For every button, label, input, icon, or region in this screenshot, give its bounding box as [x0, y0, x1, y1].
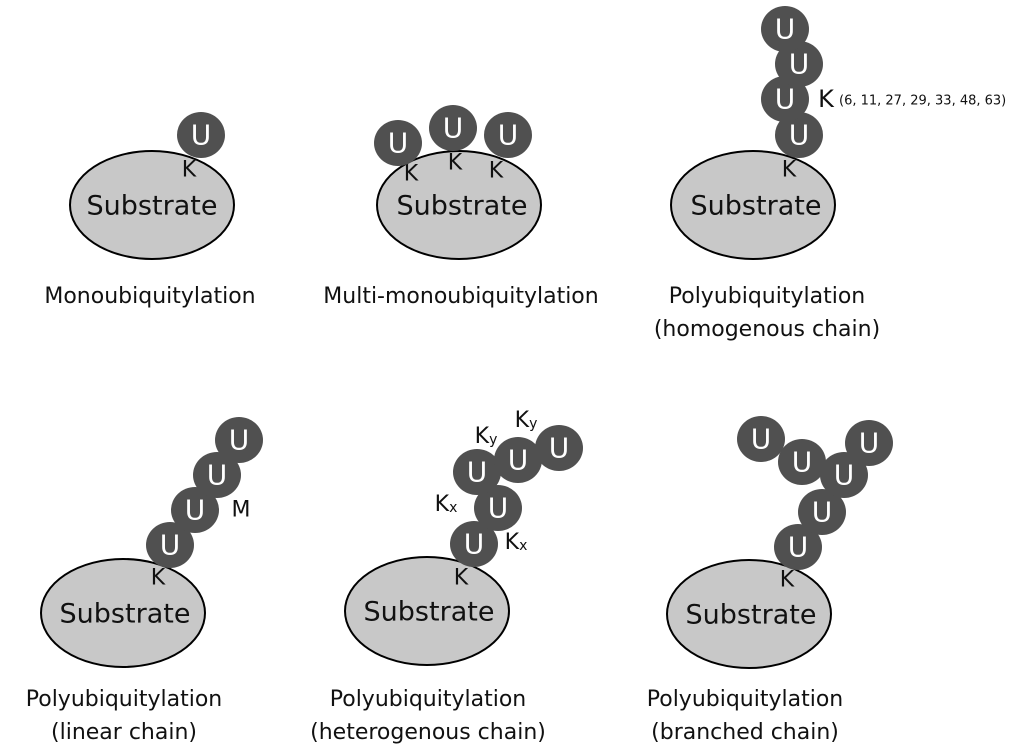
svg-text:U: U — [508, 444, 529, 477]
svg-text:U: U — [789, 119, 810, 152]
substrate-label: Substrate — [397, 191, 528, 222]
caption-line-2: (heterogenous chain) — [310, 720, 546, 745]
svg-text:U: U — [498, 119, 519, 152]
ubiquitin: U — [215, 417, 263, 463]
ubiquitin: U — [171, 487, 219, 533]
ubiquitin: U — [146, 522, 194, 568]
svg-text:U: U — [207, 459, 228, 492]
ubiquitin: U — [177, 112, 225, 158]
panel-polyubiquitylation-homogenous: Substrate K U U U U K (6, 11, 27, 29, 33… — [654, 6, 1006, 342]
lysine-label: K — [404, 162, 419, 187]
ubiquitin: U — [453, 449, 501, 495]
caption-line-1: Polyubiquitylation — [647, 687, 844, 712]
substrate — [376, 150, 542, 260]
svg-text:U: U — [229, 424, 250, 457]
substrate-label: Substrate — [364, 597, 495, 628]
substrate-label: Substrate — [87, 191, 218, 222]
svg-text:U: U — [834, 459, 855, 492]
substrate — [666, 559, 832, 669]
substrate — [40, 558, 206, 668]
caption-line-2: (linear chain) — [51, 720, 197, 745]
panel-polyubiquitylation-branched: Substrate K U U U U U U Polyubiquitylati… — [647, 416, 893, 745]
ubiquitin: U — [761, 6, 809, 52]
ubiquitin: U — [450, 521, 498, 567]
ubiquitin: U — [798, 489, 846, 535]
lysine-label: K — [818, 85, 835, 113]
substrate-label: Substrate — [60, 599, 191, 630]
lysine-label: K — [782, 158, 797, 183]
substrate-label: Substrate — [691, 191, 822, 222]
ubiquitin: U — [193, 452, 241, 498]
ubiquitin: U — [774, 524, 822, 570]
substrate — [344, 556, 510, 666]
svg-text:U: U — [464, 528, 485, 561]
panel-polyubiquitylation-linear: Substrate K U U U U M Polyubiquitylation… — [26, 417, 263, 745]
svg-text:U: U — [185, 494, 206, 527]
substrate — [670, 150, 836, 260]
caption-line-1: Polyubiquitylation — [669, 284, 866, 309]
panel-polyubiquitylation-heterogenous: Substrate K U U U U U Kx Kx Ky Ky Polyub… — [310, 408, 583, 745]
panel-multi-monoubiquitylation: Substrate K K K U U U Multi-monoubiquity… — [323, 105, 599, 309]
svg-text:U: U — [467, 456, 488, 489]
lysine-y-label: Ky — [475, 424, 498, 449]
ubiquitin: U — [845, 420, 893, 466]
ubiquitin: U — [474, 485, 522, 531]
lysine-positions: (6, 11, 27, 29, 33, 48, 63) — [839, 94, 1006, 109]
ubiquitin: U — [494, 437, 542, 483]
ubiquitin: U — [761, 76, 809, 122]
svg-text:U: U — [775, 13, 796, 46]
lysine-label: K — [454, 566, 469, 591]
caption-line-2: (homogenous chain) — [654, 317, 880, 342]
ubiquitin: U — [775, 41, 823, 87]
caption-line-1: Multi-monoubiquitylation — [323, 284, 598, 309]
ubiquitin: U — [820, 452, 868, 498]
svg-text:U: U — [812, 496, 833, 529]
svg-text:U: U — [751, 423, 772, 456]
lysine-label: K — [780, 568, 795, 593]
ubiquitin: U — [775, 112, 823, 158]
svg-text:U: U — [859, 427, 880, 460]
caption-line-2: (branched chain) — [651, 720, 839, 745]
lysine-label: K — [151, 566, 166, 591]
svg-text:U: U — [388, 127, 409, 160]
svg-text:U: U — [443, 112, 464, 145]
svg-text:U: U — [789, 48, 810, 81]
svg-text:U: U — [160, 529, 181, 562]
ubiquitin: U — [535, 425, 583, 471]
ubiquitin: U — [429, 105, 477, 151]
ubiquitin: U — [484, 112, 532, 158]
substrate — [69, 150, 235, 260]
substrate-label: Substrate — [686, 600, 817, 631]
caption-line-1: Monoubiquitylation — [44, 284, 255, 309]
lysine-label: K — [182, 158, 197, 183]
lysine-label: K — [489, 159, 504, 184]
ubiquitin: U — [737, 416, 785, 462]
svg-text:U: U — [488, 492, 509, 525]
svg-text:U: U — [191, 119, 212, 152]
lysine-x-label: Kx — [505, 530, 528, 555]
ubiquitin: U — [374, 120, 422, 166]
svg-text:U: U — [775, 83, 796, 116]
svg-text:U: U — [549, 432, 570, 465]
lysine-y-label: Ky — [515, 408, 538, 433]
svg-text:U: U — [792, 446, 813, 479]
svg-text:U: U — [788, 531, 809, 564]
lysine-label: K — [448, 151, 463, 176]
methionine-label: M — [232, 498, 251, 523]
lysine-x-label: Kx — [435, 492, 458, 517]
ubiquitin: U — [778, 439, 826, 485]
caption-line-1: Polyubiquitylation — [26, 687, 223, 712]
panel-monoubiquitylation: Substrate K U Monoubiquitylation — [44, 112, 256, 309]
caption-line-1: Polyubiquitylation — [330, 687, 527, 712]
